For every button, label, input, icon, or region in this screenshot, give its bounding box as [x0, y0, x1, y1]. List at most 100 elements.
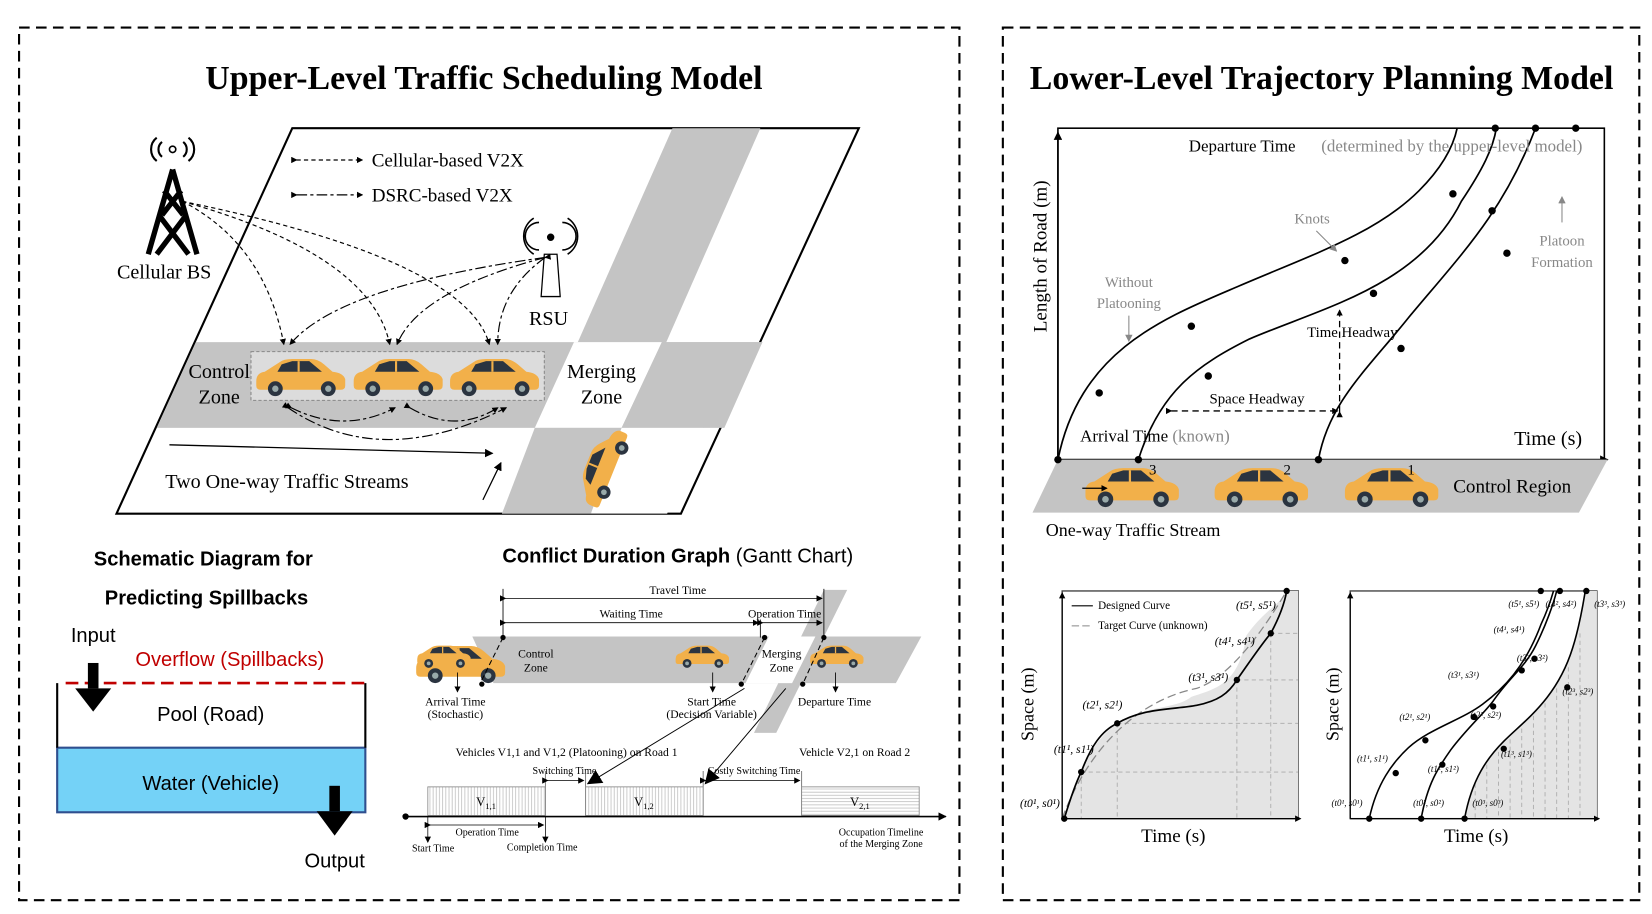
main-chart-frame	[1057, 127, 1606, 461]
road1-caption: Vehicles V1,1 and V1,2 (Platooning) on R…	[456, 746, 678, 759]
spillback-title-2: Predicting Spillbacks	[105, 588, 308, 610]
block-v21-label: V2,1	[850, 795, 870, 811]
output-arrow-icon	[316, 785, 353, 836]
space-headway-label: Space Headway	[1209, 392, 1305, 408]
chart-b-v1-point-3: (t3¹, s3¹)	[1448, 670, 1479, 680]
start-time-label: Start Time	[687, 695, 736, 708]
gantt-control-label-2: Zone	[524, 661, 548, 674]
chart-a-y-label: Space (m)	[1018, 668, 1039, 741]
chart-b-v3-point-2: (t2³, s2³)	[1562, 687, 1593, 697]
arrival-note: (Stochastic)	[428, 708, 484, 721]
time-headway-label: Time Headway	[1307, 325, 1398, 341]
control-zone-label-2: Zone	[199, 387, 240, 409]
lower-title: Lower-Level Trajectory Planning Model	[1030, 60, 1614, 97]
chart-a-point-0: (t0¹, s0¹)	[1020, 797, 1060, 810]
car-number-1: 1	[1407, 462, 1414, 478]
overflow-label: Overflow (Spillbacks)	[135, 649, 324, 671]
spillback-schematic: Schematic Diagram for Predicting Spillba…	[56, 549, 367, 872]
chart-b-v2-point-2: (t2², s2²)	[1470, 710, 1501, 720]
block-v11-label: V1,1	[476, 795, 496, 811]
platoon-label-1: Platoon	[1539, 234, 1585, 250]
chart-a-area	[1062, 590, 1299, 819]
lower-panel-border	[1001, 26, 1641, 902]
chart-b-y-label: Space (m)	[1323, 668, 1344, 741]
water-block	[56, 746, 367, 814]
control-zone-label-1: Control	[188, 361, 250, 383]
chart-b-area	[1464, 590, 1597, 819]
spline-chart-single: Designed Curve Target Curve (unknown) (t…	[1018, 587, 1302, 847]
block-v21	[801, 786, 920, 816]
block-v11	[427, 786, 546, 816]
chart-b-x-label: Time (s)	[1444, 826, 1508, 847]
input-arrow-icon	[75, 662, 112, 712]
spillback-title-1: Schematic Diagram for	[94, 549, 313, 571]
knots-label: Knots	[1294, 211, 1330, 227]
chart-a-point-1: (t1¹, s1¹)	[1054, 743, 1094, 756]
chart-a-point-3: (t3¹, s3¹)	[1188, 671, 1228, 684]
costly-switching-time-label: Costly Switching Time	[708, 766, 801, 777]
dsrc-links	[281, 253, 552, 441]
chart-b-v1-point-2: (t2¹, s2¹)	[1399, 712, 1430, 722]
stream-arrow-2	[482, 461, 502, 501]
merging-zone-label-1: Merging	[567, 361, 636, 383]
chart-a-x-label: Time (s)	[1141, 826, 1205, 847]
upper-title: Upper-Level Traffic Scheduling Model	[205, 60, 762, 97]
input-label: Input	[71, 625, 116, 647]
start-note: (Decision Variable)	[666, 708, 757, 721]
legend-cellular-label: Cellular-based V2X	[372, 150, 524, 171]
merging-zone	[534, 342, 662, 428]
rsu-label: RSU	[529, 308, 569, 330]
chart-b-v1-point-1: (t1¹, s1¹)	[1357, 753, 1388, 763]
platoon-label-2: Formation	[1531, 255, 1593, 271]
road2-caption: Vehicle V2,1 on Road 2	[799, 746, 910, 759]
main-x-label: Time (s)	[1514, 428, 1582, 450]
without-label-1: Without	[1105, 275, 1154, 291]
departure-time-label: Departure Time	[798, 695, 871, 708]
departure-label: Departure Time	[1189, 136, 1296, 155]
chart-a-point-2: (t2¹, s2¹)	[1082, 699, 1122, 712]
travel-time-label: Travel Time	[649, 584, 706, 597]
pool-label: Pool (Road)	[157, 704, 264, 726]
gantt-control-label-1: Control	[518, 648, 554, 661]
block-v12-label: V1,2	[634, 795, 654, 811]
arrival-time-label: Arrival Time	[425, 695, 485, 708]
completion-time-label: Completion Time	[507, 842, 578, 853]
legend-designed: Designed Curve	[1098, 600, 1170, 612]
trajectory-2	[1137, 128, 1498, 460]
legend-dsrc-label: DSRC-based V2X	[372, 185, 513, 206]
cellular-tower-icon	[145, 136, 200, 256]
chart-b-v1-point-0: (t0¹, s0¹)	[1332, 798, 1363, 808]
gantt-merging-label-2: Zone	[770, 661, 794, 674]
switching-time-label: Switching Time	[532, 766, 596, 777]
chart-b-v2-point-0: (t0², s0²)	[1413, 798, 1444, 808]
output-label: Output	[304, 850, 365, 872]
chart-b-v3-point-3: (t3³, s3³)	[1594, 599, 1625, 609]
conflict-duration-graph: Conflict Duration Graph (Gantt Chart) Tr…	[402, 545, 947, 854]
merging-zone-label-2: Zone	[581, 387, 622, 409]
chart-b-v3-point-1: (t1³, s1³)	[1501, 749, 1532, 759]
without-label-2: Platooning	[1097, 296, 1162, 312]
departure-note: (determined by the upper-level model)	[1321, 136, 1582, 155]
control-region-label: Control Region	[1453, 476, 1571, 497]
arrival-label: Arrival Time (known)	[1080, 427, 1230, 446]
trajectory-3	[1057, 128, 1458, 460]
streams-label: Two One-way Traffic Streams	[165, 471, 409, 493]
chart-b-v2-point-3: (t3², s3²)	[1517, 653, 1548, 663]
legend-target: Target Curve (unknown)	[1098, 620, 1208, 632]
operation-time-top-label: Operation Time	[748, 607, 821, 620]
operation-time-label: Operation Time	[455, 828, 519, 839]
stream-arrow-1	[169, 444, 494, 458]
waiting-time-label: Waiting Time	[599, 607, 662, 620]
block-v12	[585, 786, 704, 816]
timeline-label-1: Occupation Timeline	[839, 828, 924, 839]
chart-a-point-4: (t4¹, s4¹)	[1215, 635, 1255, 648]
spline-chart-platoon: (t0¹, s0¹) (t1¹, s1¹) (t2¹, s2¹) (t3¹, s…	[1323, 587, 1625, 847]
gantt-merging-label-1: Merging	[762, 648, 802, 661]
trajectory-knots	[1054, 124, 1580, 464]
stream-label: One-way Traffic Stream	[1046, 520, 1221, 540]
water-label: Water (Vehicle)	[142, 773, 279, 795]
upper-panel-border	[18, 26, 961, 902]
cellular-bs-label: Cellular BS	[117, 262, 211, 284]
chart-b-v3-point-0: (t0³, s0³)	[1472, 798, 1503, 808]
